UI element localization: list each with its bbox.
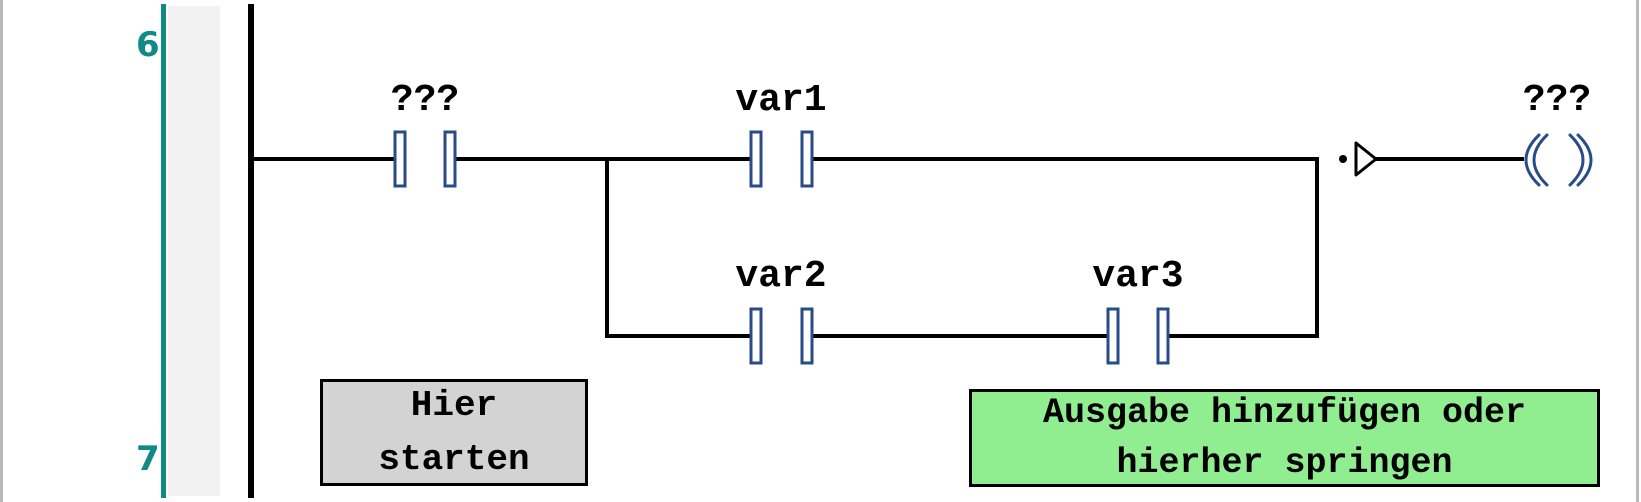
- gutter-divider: [161, 4, 166, 498]
- coil-label-unassigned: ???: [1523, 79, 1591, 122]
- contact-var2[interactable]: [749, 307, 814, 365]
- start-here-button[interactable]: Hier starten: [320, 379, 588, 486]
- contact-label-var1: var1: [735, 79, 826, 122]
- line-number-7[interactable]: 7: [136, 439, 160, 479]
- contact-label-unassigned: ???: [391, 79, 459, 122]
- left-power-rail: [248, 4, 254, 498]
- gutter-background: [168, 6, 220, 496]
- left-edge-line: [0, 0, 3, 502]
- right-edge-line: [1636, 0, 1639, 502]
- branch-insert-arrow-icon[interactable]: [1339, 141, 1378, 177]
- add-output-label: Ausgabe hinzufügen oder hierher springen: [1042, 393, 1527, 483]
- contact-label-var3: var3: [1092, 255, 1183, 298]
- line-number-6[interactable]: 6: [136, 25, 160, 65]
- contact-var3[interactable]: [1106, 307, 1170, 365]
- contact-var1[interactable]: [749, 130, 814, 188]
- add-output-or-jump-button[interactable]: Ausgabe hinzufügen oder hierher springen: [969, 389, 1600, 487]
- start-here-label: Hier starten: [378, 384, 530, 480]
- contact-label-var2: var2: [735, 255, 826, 298]
- rung-wires: [254, 157, 1524, 338]
- coil-unassigned[interactable]: [1524, 133, 1593, 187]
- contact-unassigned[interactable]: [393, 130, 457, 188]
